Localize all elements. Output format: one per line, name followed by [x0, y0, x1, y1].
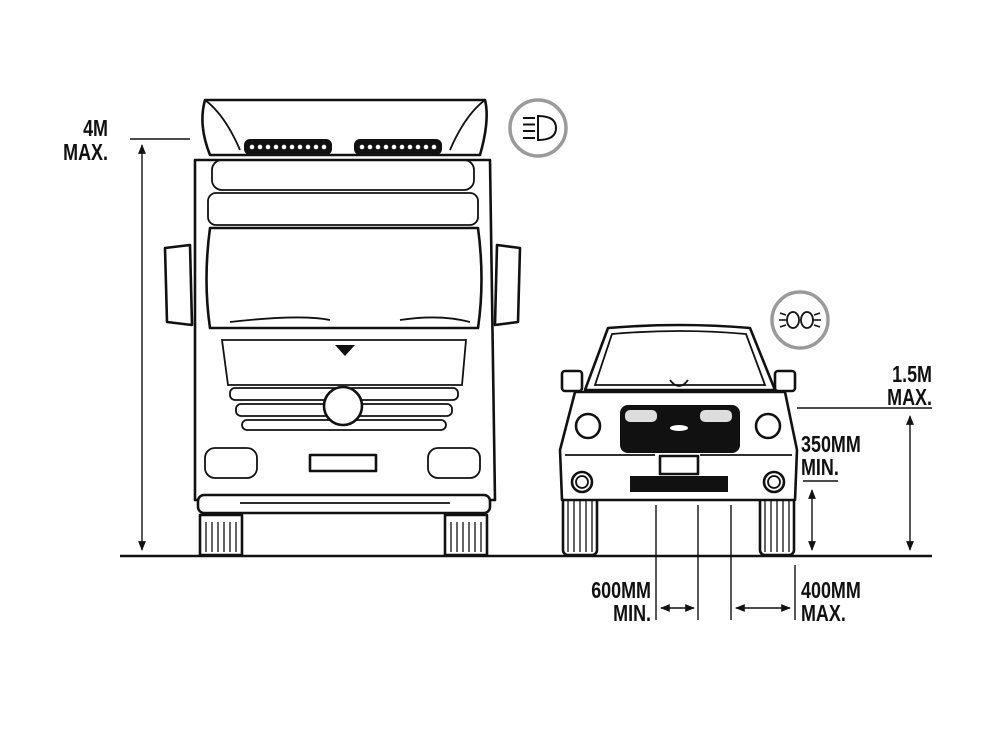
- spacing-qualifier: MIN.: [613, 601, 651, 627]
- ground-clearance-qualifier: MIN.: [801, 455, 839, 481]
- fog-light-icon: [770, 290, 830, 350]
- edge-distance-qualifier: MAX.: [801, 601, 846, 627]
- car-height-value: 1.5M: [892, 362, 932, 388]
- pickup-front-view: [558, 323, 799, 557]
- truck-height-value: 4M: [83, 116, 108, 142]
- spacing-value: 600MM: [591, 578, 651, 604]
- truck-front-view: [163, 98, 522, 557]
- edge-distance-value: 400MM: [801, 578, 861, 604]
- dimension-lines: [130, 138, 932, 620]
- high-beam-icon: [508, 98, 568, 158]
- truck-height-qualifier: MAX.: [63, 140, 108, 166]
- ground-clearance-value: 350MM: [801, 432, 861, 458]
- car-height-qualifier: MAX.: [887, 385, 932, 411]
